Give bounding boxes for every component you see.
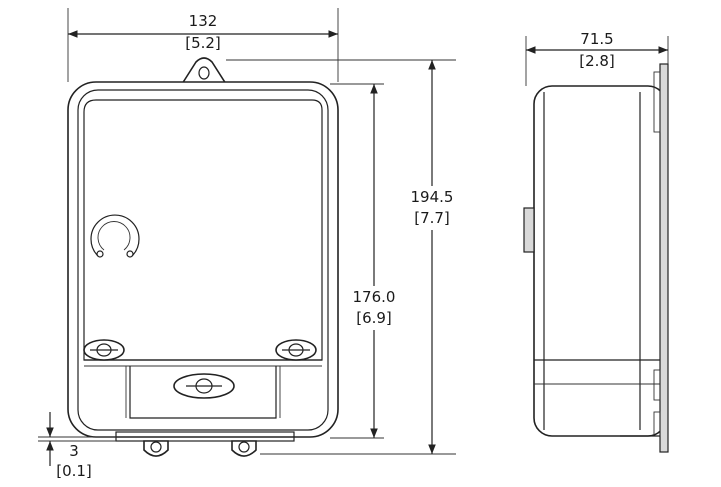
wall-plate bbox=[659, 63, 669, 453]
dim-depth: 71.5 [2.8] bbox=[525, 30, 669, 86]
width-in-label: [5.2] bbox=[185, 34, 221, 52]
terminal-cover bbox=[129, 366, 277, 419]
terminal-screw bbox=[173, 373, 235, 399]
cable-entry-c bbox=[90, 214, 140, 257]
offset-in-label: [0.1] bbox=[56, 462, 92, 480]
side-view bbox=[523, 63, 669, 453]
hanging-tab bbox=[180, 57, 228, 85]
total-height-in-label: [7.7] bbox=[414, 209, 450, 227]
lid-screw-right bbox=[275, 339, 317, 361]
depth-in-label: [2.8] bbox=[579, 52, 615, 70]
width-mm-label: 132 bbox=[189, 12, 218, 30]
hanging-hole bbox=[198, 66, 210, 80]
body-height-mm-label: 176.0 bbox=[353, 288, 396, 306]
front-body-outline bbox=[67, 81, 339, 438]
dim-body-height: 176.0 [6.9] bbox=[330, 83, 404, 439]
offset-mm-label: 3 bbox=[69, 442, 79, 460]
total-height-mm-label: 194.5 bbox=[411, 188, 454, 206]
bottom-ledge bbox=[115, 431, 295, 442]
mounting-foot-left bbox=[143, 440, 169, 457]
side-hinge bbox=[523, 207, 535, 253]
front-cover-outline bbox=[77, 89, 329, 431]
depth-mm-label: 71.5 bbox=[580, 30, 613, 48]
front-view bbox=[67, 57, 339, 457]
dim-total-height: 194.5 [7.7] bbox=[226, 59, 462, 455]
dim-width: 132 [5.2] bbox=[67, 8, 339, 82]
dim-offset: 3 [0.1] bbox=[38, 412, 116, 480]
lid-screw-left bbox=[83, 339, 125, 361]
body-height-in-label: [6.9] bbox=[356, 309, 392, 327]
mounting-foot-right bbox=[231, 440, 257, 457]
side-body-outline bbox=[533, 85, 667, 437]
